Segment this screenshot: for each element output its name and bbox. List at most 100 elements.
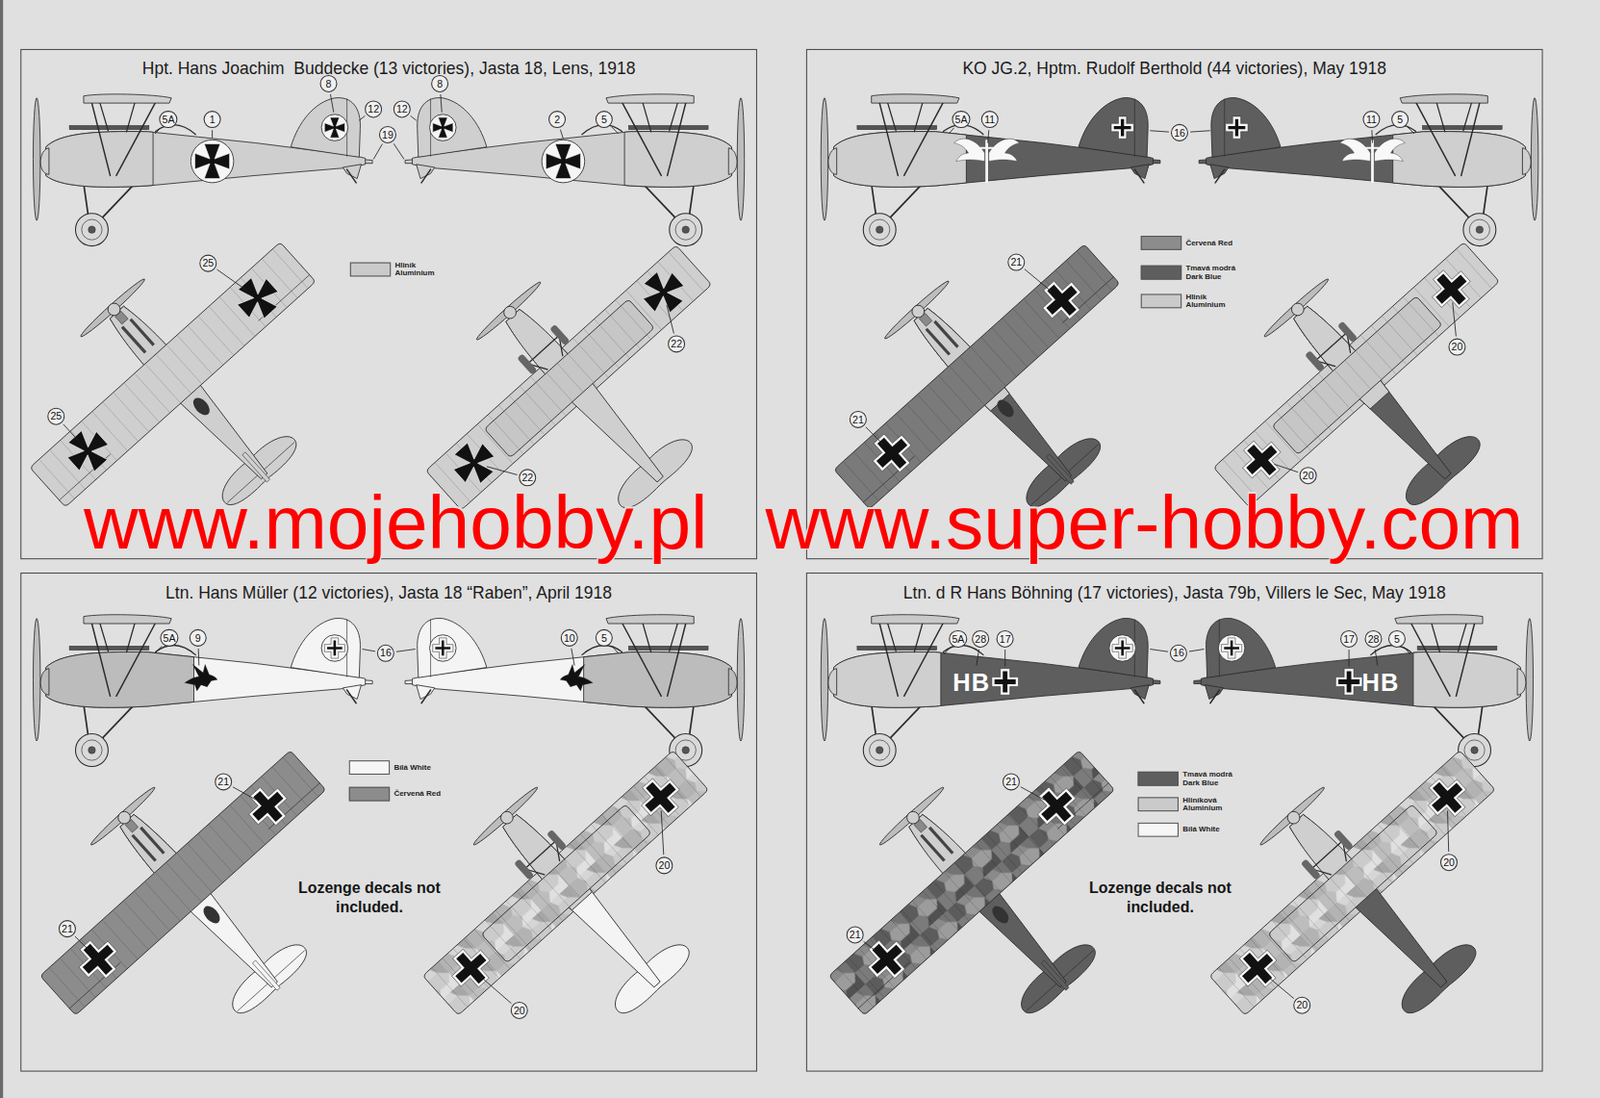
wing-rib	[155, 872, 190, 911]
machine-gun	[139, 826, 165, 855]
lower-wing	[481, 804, 652, 964]
leader-line	[1371, 129, 1373, 143]
wing-rib	[102, 403, 137, 441]
lower-wing	[1271, 296, 1443, 456]
wheel-rim	[1469, 219, 1490, 240]
wing-rib	[1309, 897, 1335, 925]
wheel-hub	[876, 746, 884, 754]
propeller	[820, 618, 828, 741]
callout-number: 21	[1007, 253, 1025, 272]
machine-gun	[628, 645, 709, 650]
callout-number: 25	[47, 407, 65, 426]
wing-rib	[177, 335, 212, 374]
side-profile	[405, 614, 745, 767]
propeller	[882, 278, 951, 341]
wing-rib	[555, 868, 581, 896]
wing-rib	[608, 821, 634, 849]
wing-rib	[1277, 926, 1303, 954]
wing-rib	[1014, 308, 1048, 347]
cockpit	[993, 396, 1017, 420]
fin-rudder	[290, 98, 360, 158]
iron-cross	[635, 264, 691, 320]
leader-line	[63, 424, 79, 442]
wheel	[1304, 350, 1325, 372]
legend-text: Hliníková Aluminium	[1182, 795, 1236, 813]
callout-number: 22	[667, 334, 686, 353]
wheel-rim	[675, 219, 696, 240]
fin-top	[252, 960, 280, 991]
fin-rudder	[1206, 617, 1276, 678]
cockpit-rim	[154, 125, 196, 135]
propeller	[877, 785, 946, 848]
callout-number: 16	[1170, 124, 1189, 142]
legend-text: Bílá White	[393, 762, 447, 772]
wing-rib	[913, 901, 947, 940]
cabane-strut	[1463, 102, 1472, 131]
wheel	[1337, 321, 1358, 343]
wing-rib	[1372, 840, 1398, 868]
wheel	[549, 324, 570, 346]
callout-number: 21	[58, 919, 77, 938]
watermark: www.mojehobby.pl	[83, 484, 709, 560]
fin-top	[242, 452, 271, 483]
callout-number: 5	[595, 110, 613, 128]
upper-wing	[606, 94, 694, 103]
wheel-rim	[1464, 739, 1485, 761]
leader-line	[610, 645, 618, 654]
machine-gun	[69, 125, 150, 129]
legend-text: Hliník Aluminium	[394, 261, 448, 279]
machine-gun	[857, 125, 938, 129]
legend-text: Tmavá modrá Dark Blue	[1185, 264, 1239, 281]
cross-border	[1335, 668, 1363, 696]
wheel-hub	[876, 226, 884, 233]
legend-item: Hliník Aluminium	[1141, 292, 1240, 309]
wing-rib	[568, 354, 594, 381]
upper-wing	[1395, 614, 1483, 624]
balkenkreuz	[1338, 670, 1360, 692]
wing-rib	[1298, 907, 1324, 935]
cabane-strut	[888, 102, 896, 131]
balkenkreuz	[434, 640, 451, 657]
spinner	[1517, 668, 1526, 696]
cross-border	[443, 940, 499, 996]
upper-wing	[1399, 94, 1488, 103]
balkenkreuz	[1223, 640, 1240, 657]
cabane-strut	[1436, 102, 1445, 132]
insignia-field	[321, 114, 349, 142]
wing-rib	[939, 376, 973, 414]
raven-emblem	[559, 663, 593, 691]
propeller	[471, 785, 540, 848]
wing-rib	[1313, 389, 1339, 417]
rudder-hinge	[1134, 99, 1136, 156]
leader-line	[988, 129, 990, 143]
upper-wing	[871, 614, 960, 624]
iron-cross	[195, 144, 230, 179]
leader-line	[198, 648, 201, 666]
callout-number: 11	[981, 110, 999, 128]
interplane-strut	[116, 102, 155, 176]
leader-line	[396, 649, 416, 653]
wing-rib	[187, 843, 222, 882]
wing-rib	[1367, 341, 1393, 369]
cross-border	[1221, 637, 1243, 659]
legend-item: Hliníková Aluminium	[1138, 795, 1237, 813]
panel-title: KO JG.2, Hptm. Rudolf Berthold (44 victo…	[807, 59, 1543, 80]
wheel	[75, 734, 108, 767]
nose-panel	[624, 131, 732, 188]
wing-rib	[39, 459, 74, 498]
wing-rib	[219, 814, 254, 853]
cross-border	[991, 668, 1019, 696]
machine-gun	[128, 318, 154, 347]
insignia-field	[430, 114, 458, 142]
wing-rib	[1324, 380, 1350, 407]
emblem-wing	[1374, 138, 1406, 161]
balkenkreuz	[1115, 640, 1131, 657]
tail-skid	[347, 689, 357, 704]
insignia-field	[541, 139, 585, 183]
wing-rib	[1351, 859, 1377, 887]
interplane-strut	[622, 102, 661, 176]
callout-number: 20	[1299, 466, 1318, 484]
spinner	[828, 148, 838, 176]
balkenkreuz	[1228, 119, 1246, 137]
legend-swatch	[1138, 822, 1179, 838]
